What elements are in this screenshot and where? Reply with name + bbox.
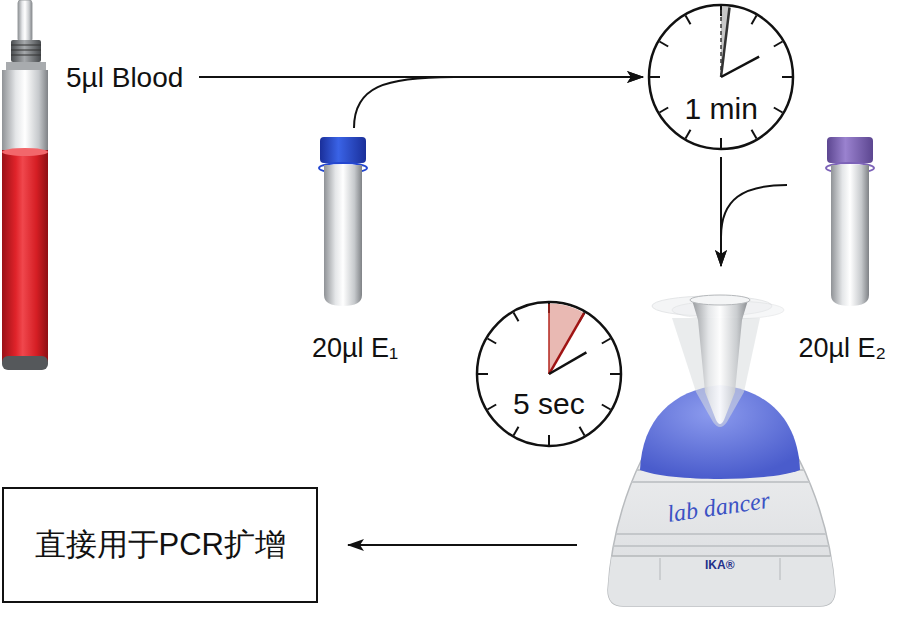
blood-tube-part <box>2 356 48 370</box>
clock-tick <box>514 313 519 322</box>
clock-tick <box>514 427 519 436</box>
vortex-mixer-part-part <box>600 545 840 547</box>
clock-tick <box>610 373 620 375</box>
time-label: 5 sec <box>513 387 585 422</box>
clock-tick <box>488 339 497 344</box>
clock-tick <box>686 130 691 139</box>
clock-tick <box>782 76 792 78</box>
clock-tick <box>580 427 585 436</box>
flow-arrow <box>721 185 787 266</box>
start-hand <box>548 304 550 374</box>
hour-hand <box>549 352 586 374</box>
blood-tube-part <box>2 70 48 154</box>
reagent-tube-e2 <box>826 137 874 306</box>
reagent-label: 20µl E₂ <box>799 333 887 364</box>
clock-tick <box>752 16 757 25</box>
brand-script: lab dancer <box>665 487 771 529</box>
brand-logo: IKA® <box>705 559 735 573</box>
flow-arrow <box>354 77 643 128</box>
minute-hand <box>721 8 730 77</box>
vortex-mixer-part-part <box>600 481 840 483</box>
clock-tick <box>720 138 722 148</box>
clock-tick <box>488 405 497 410</box>
clock-rim <box>649 5 793 149</box>
reagent-e2: 20µl E₂ <box>785 132 900 364</box>
clock-tick <box>650 76 660 78</box>
vortex-mixer-part <box>692 300 748 424</box>
blood-tube-part <box>11 50 41 51</box>
sample-label: 5µl Blood <box>62 58 187 98</box>
clock-tick <box>752 130 757 139</box>
vortex-mixer-part-part <box>780 558 781 580</box>
reagent-tube-e1-part <box>324 165 362 306</box>
clock-tick <box>660 108 669 113</box>
clock-tick <box>602 405 611 410</box>
clock-face <box>475 300 623 448</box>
clock-tick <box>774 108 783 113</box>
blood-tube-part <box>18 0 32 42</box>
vortex-mixer: lab dancerIKA® <box>605 268 837 608</box>
timer-clock: 5 sec <box>475 300 623 448</box>
time-label: 1 min <box>685 92 758 127</box>
blood-tube-part <box>11 55 41 56</box>
flow-arrow <box>348 544 577 546</box>
clock-tick <box>774 42 783 47</box>
clock-tick <box>686 16 691 25</box>
vortex-mixer-part-part <box>600 533 840 535</box>
reagent-tube-e2-part <box>831 165 869 306</box>
clock-tick <box>660 42 669 47</box>
clock-tick <box>478 373 488 375</box>
clock-rim <box>477 302 621 446</box>
reagent-label: 20µl E₁ <box>312 333 398 364</box>
blood-tube <box>2 0 48 370</box>
reagent-tube-e1-part <box>320 137 366 163</box>
reagent-e1: 20µl E₁ <box>296 132 414 364</box>
elapsed-wedge <box>721 7 730 78</box>
result-box: 直接用于PCR扩增 <box>2 487 318 603</box>
clock-tick <box>548 435 550 445</box>
blood-tube-part <box>11 40 41 62</box>
blood-tube-part <box>6 62 46 70</box>
vortex-mixer-part <box>690 295 750 305</box>
blood-tube-part <box>2 150 48 362</box>
vortex-mixer-part-part <box>600 555 840 557</box>
clock-face <box>647 3 795 151</box>
sample-text: 5µl Blood <box>66 62 183 94</box>
blood-tube-part <box>2 148 48 156</box>
blood-tube-part <box>11 45 41 46</box>
vortex-mixer-part-part <box>600 556 840 608</box>
timer-clock: 1 min <box>647 3 795 151</box>
clock-tick <box>602 339 611 344</box>
reagent-tube-e1 <box>319 137 367 306</box>
reagent-tube-e2-part <box>827 137 873 163</box>
vortex-mixer-part-part <box>660 558 661 580</box>
hour-hand <box>721 57 759 77</box>
result-text: 直接用于PCR扩增 <box>35 527 286 563</box>
